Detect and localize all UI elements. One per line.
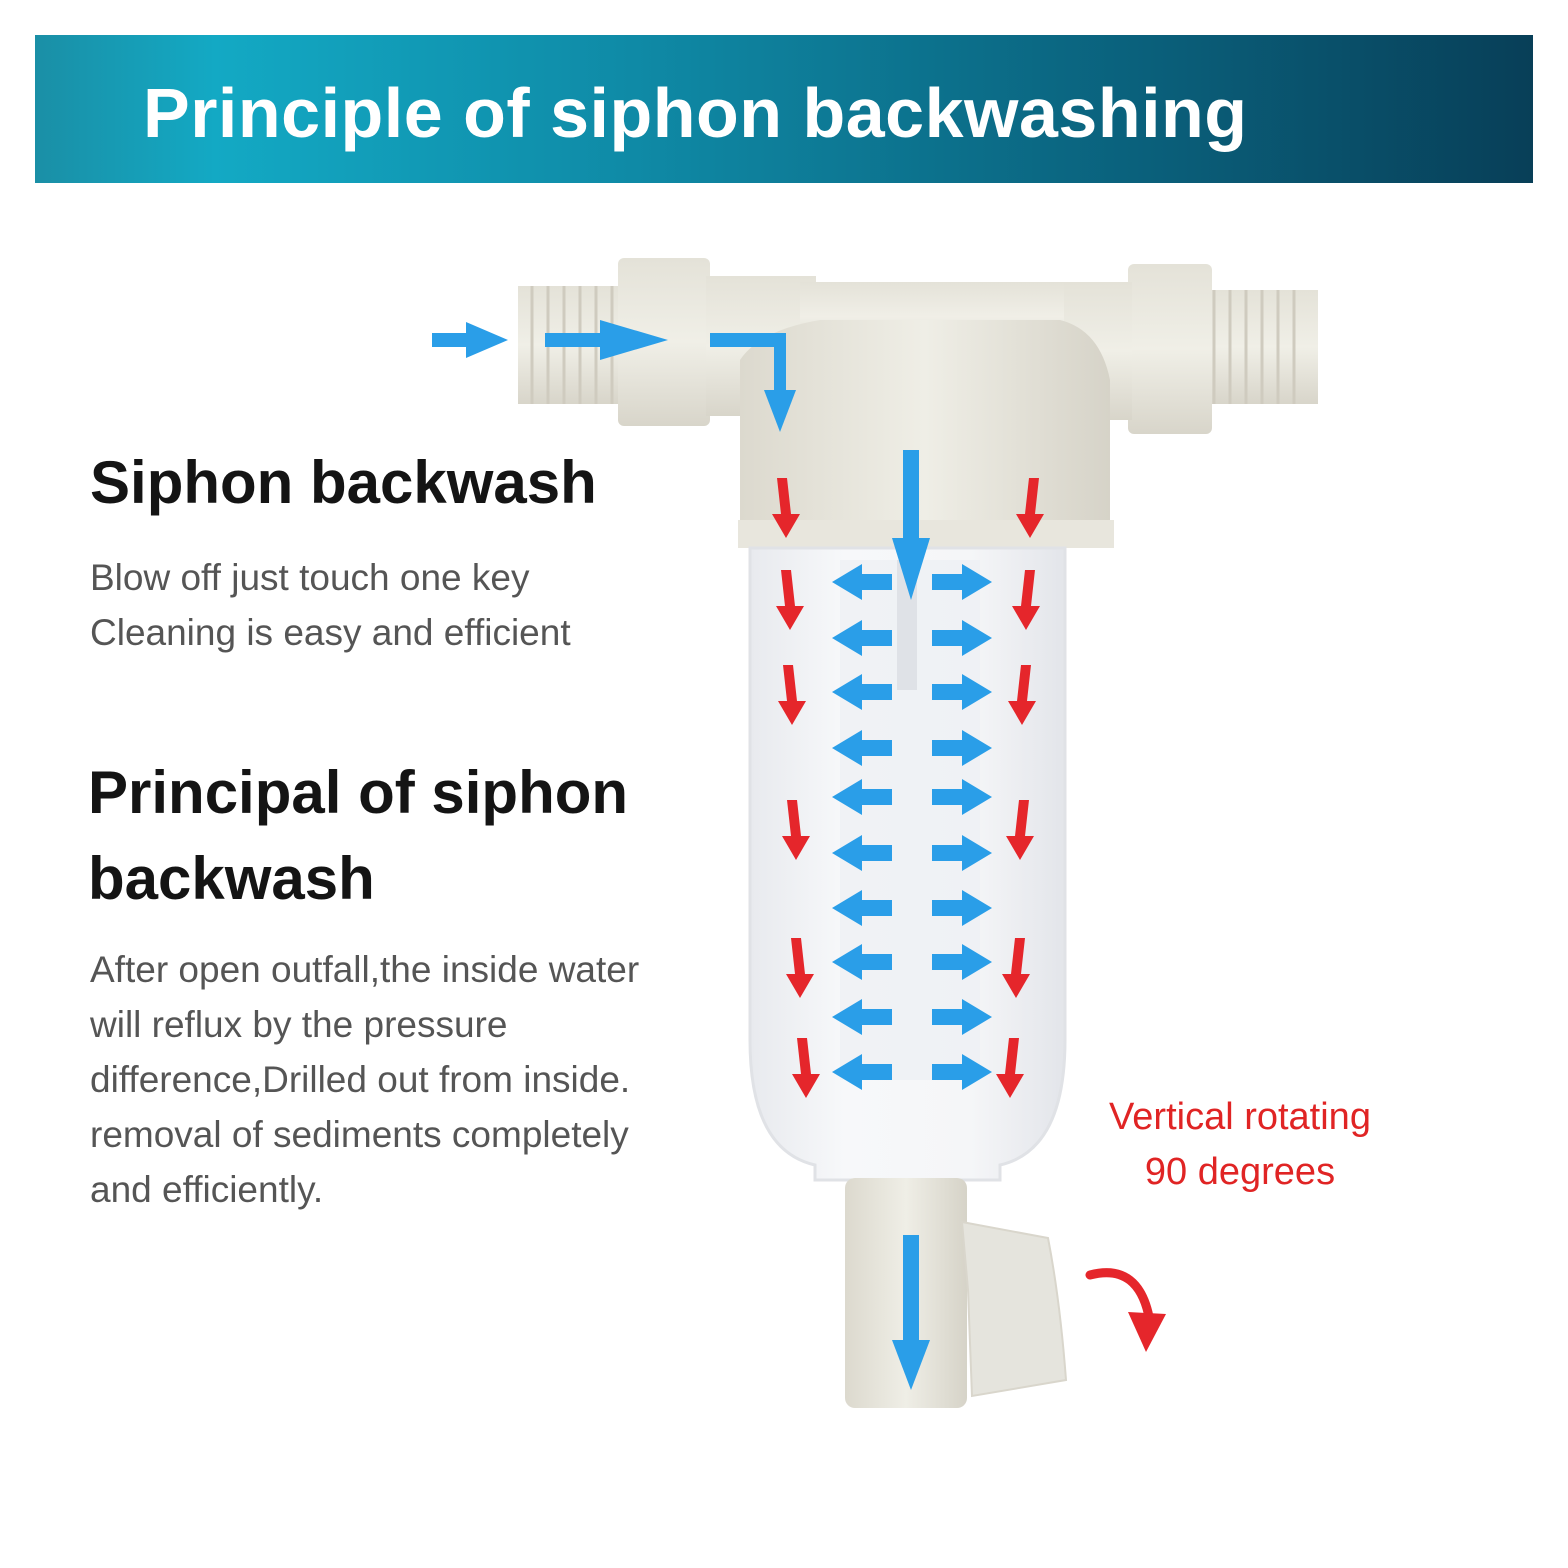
outward-flow-arrows-left [832,564,892,1090]
title-banner: Principle of siphon backwashing [35,35,1533,183]
downward-arrow [772,478,800,538]
downward-arrow [1016,478,1044,538]
section2-line: will reflux by the pressure [90,1004,508,1045]
section2-line: removal of sediments completely [90,1114,629,1155]
section2-heading: Principal of siphon backwash [88,750,628,922]
outward-flow-arrows-right [932,564,992,1090]
downward-arrow [1002,938,1030,998]
downward-arrow [792,1038,820,1098]
section2-line: After open outfall,the inside water [90,949,640,990]
rotation-note: Vertical rotating 90 degrees [1080,1090,1400,1200]
outward-arrow-left [832,944,892,980]
downward-arrow [778,665,806,725]
downward-arrow [782,800,810,860]
section2-line: and efficiently. [90,1169,324,1210]
outward-arrow-right [932,779,992,815]
outward-arrow-left [832,620,892,656]
rotation-note-line: Vertical rotating [1109,1096,1371,1138]
downward-flow-arrows-right [996,478,1044,1098]
outward-arrow-left [832,674,892,710]
rotation-note-line: 90 degrees [1144,1151,1336,1193]
drain-outlet [845,1178,1068,1408]
center-flow-arrow [892,450,930,600]
page-title: Principle of siphon backwashing [143,74,1248,152]
downward-arrow [1008,665,1036,725]
outward-arrow-right [932,730,992,766]
outward-arrow-left [832,890,892,926]
outward-arrow-right [932,674,992,710]
outward-arrow-left [832,999,892,1035]
section2-line: difference,Drilled out from inside. [90,1059,631,1100]
section2-heading-line: Principal of siphon [88,759,629,826]
outward-arrow-left [832,564,892,600]
rotation-arrow-icon [1085,1268,1166,1352]
section1-text: Blow off just touch one key Cleaning is … [90,550,571,660]
outward-arrow-right [932,1054,992,1090]
section2-heading-line: backwash [88,845,375,912]
downward-flow-arrows-left [772,478,820,1098]
downward-arrow [776,570,804,630]
outward-arrow-right [932,890,992,926]
downward-arrow [996,1038,1024,1098]
filter-head [738,282,1114,548]
outward-arrow-right [932,835,992,871]
outward-arrow-left [832,779,892,815]
section-heading-siphon-backwash: Siphon backwash [90,449,597,516]
filter-bowl [748,546,1067,1182]
outward-arrow-left [832,730,892,766]
section1-line: Blow off just touch one key [90,557,530,598]
section1-line: Cleaning is easy and efficient [90,612,571,653]
drain-flow-arrow [892,1235,930,1390]
outward-arrow-right [932,620,992,656]
outward-arrow-left [832,835,892,871]
outward-arrow-left [832,1054,892,1090]
outward-arrow-right [932,564,992,600]
downward-arrow [786,938,814,998]
outward-arrow-right [932,944,992,980]
downward-arrow [1006,800,1034,860]
outward-arrow-right [932,999,992,1035]
section2-text: After open outfall,the inside water will… [90,942,639,1217]
inlet-flow-arrows [432,320,796,432]
downward-arrow [1012,570,1040,630]
